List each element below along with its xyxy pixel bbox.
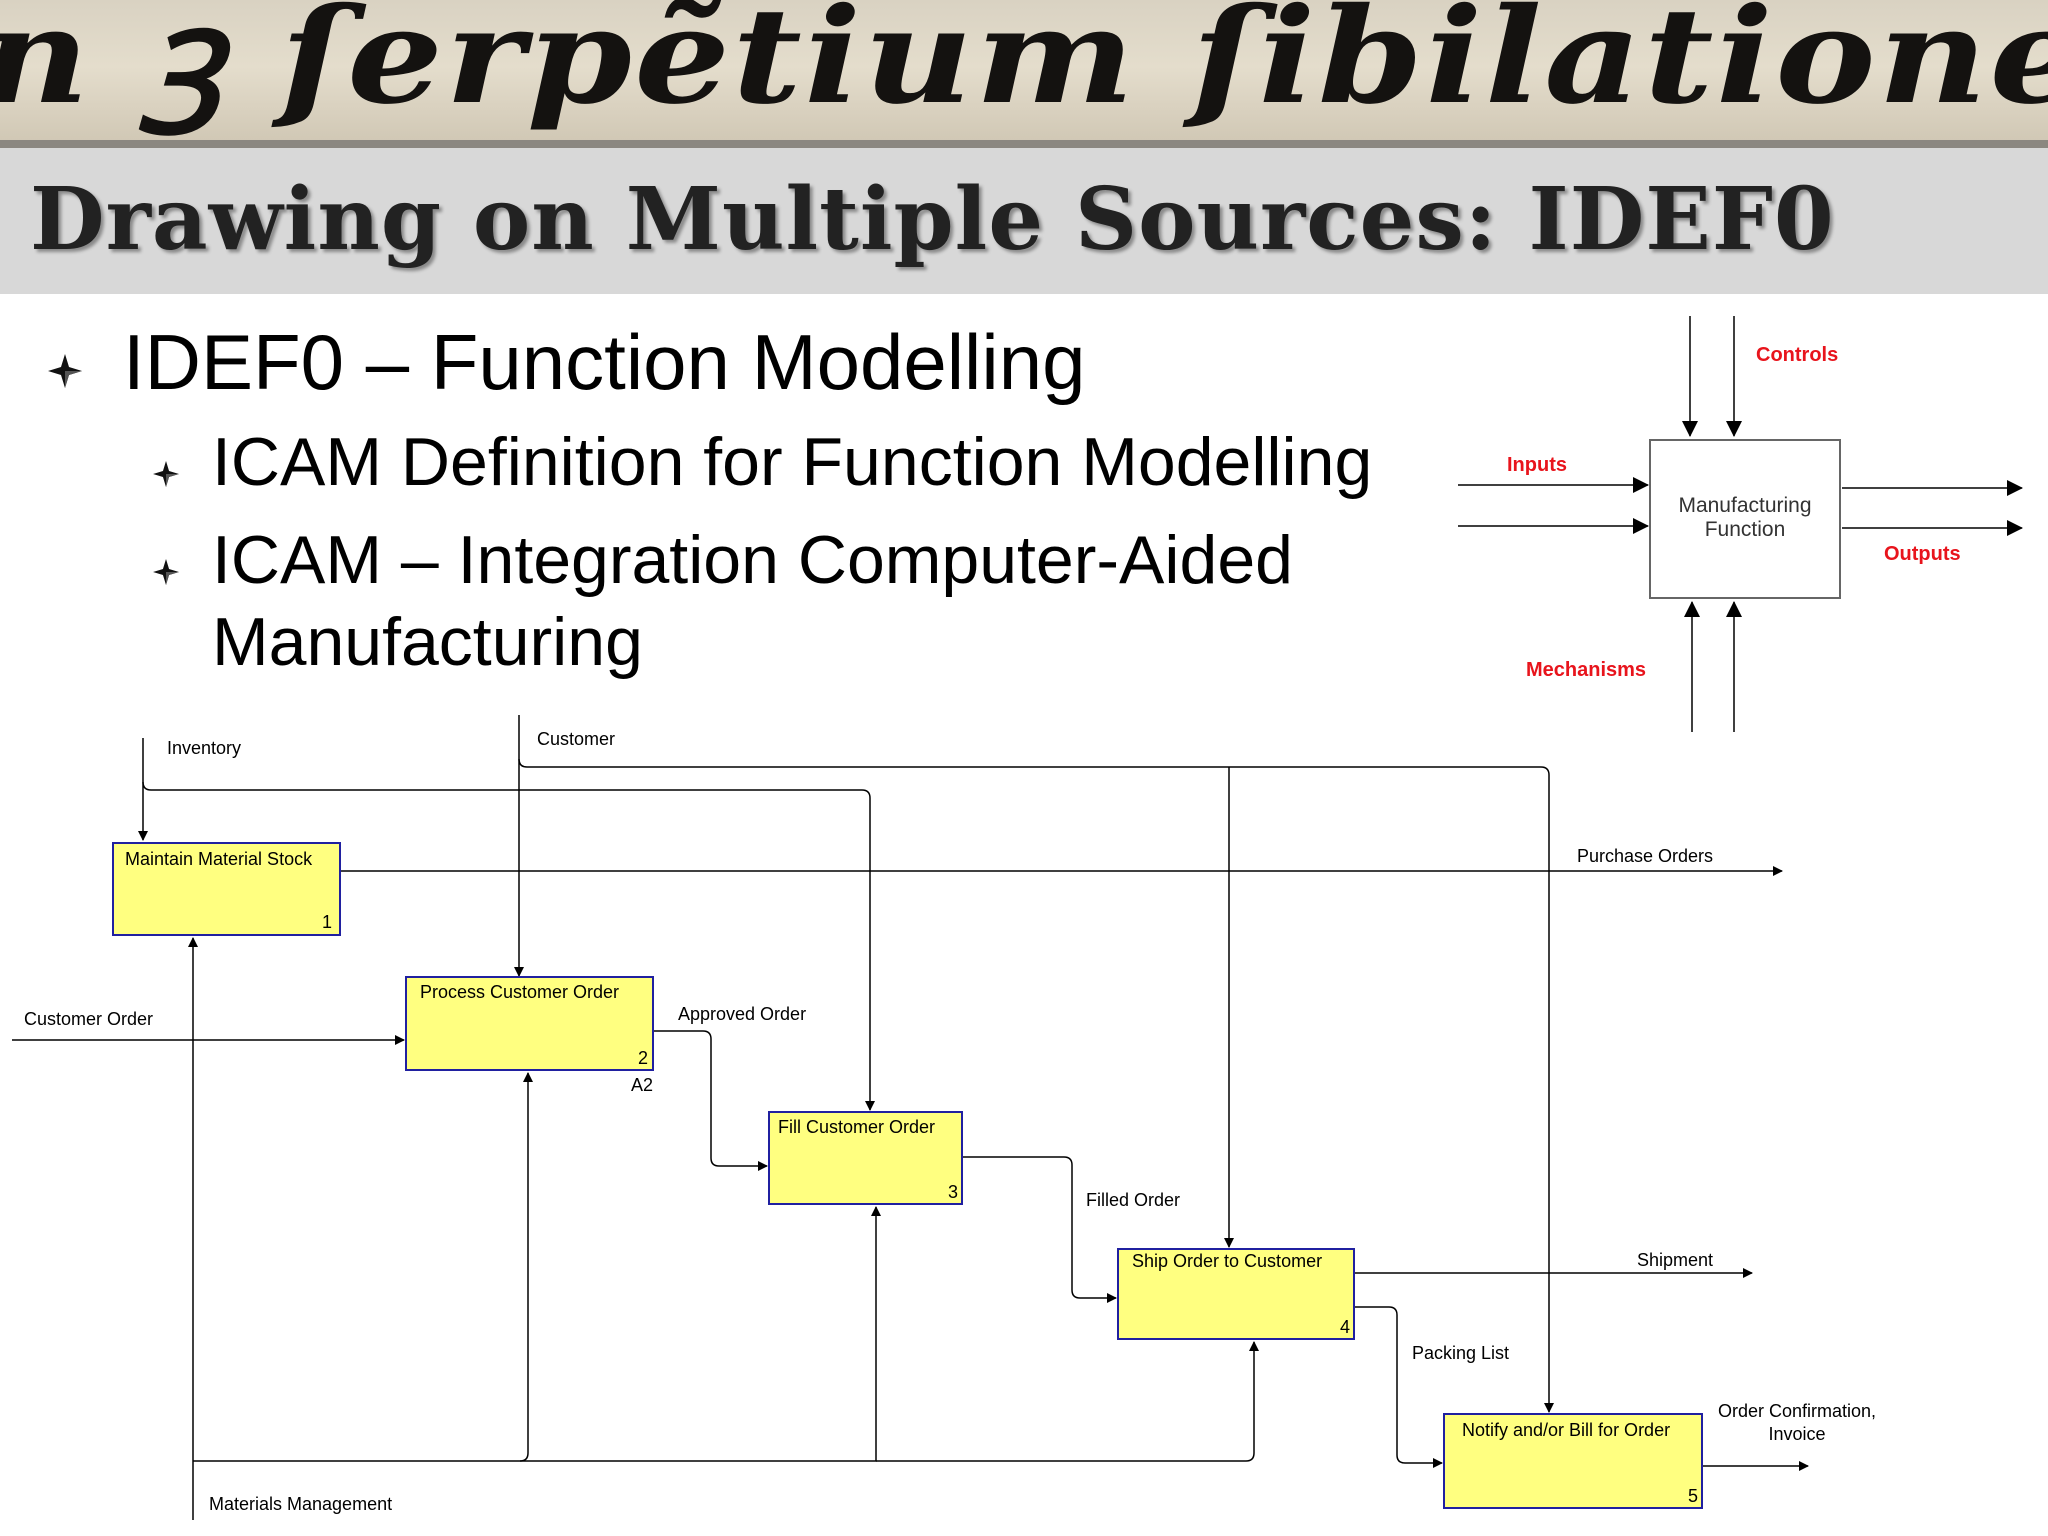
shipment-label: Shipment [1637,1250,1713,1270]
manuscript-banner: n ꝫ ſerpẽtium ſibilatione cõmoti· [0,0,2048,148]
svg-text:Process Customer Order: Process Customer Order [420,982,619,1002]
packing-list-label: Packing List [1412,1343,1509,1363]
customer-order-label: Customer Order [24,1009,153,1029]
bullet-arrow-icon [153,559,179,585]
bullet-level2: ICAM – Integration Computer-Aided [212,522,1293,598]
controls-label: Controls [1756,344,1838,366]
svg-text:Notify and/or Bill for Order: Notify and/or Bill for Order [1462,1420,1670,1440]
bullet-level2-continuation: Manufacturing [212,604,643,680]
title-bar: Drawing on Multiple Sources: IDEF0 [0,148,2048,294]
order-confirmation-label: Invoice [1768,1424,1825,1444]
bullet-level2: ICAM Definition for Function Modelling [212,424,1373,500]
customer-label: Customer [537,729,615,749]
legend-box-label: Manufacturing [1678,494,1811,517]
bullet-arrow-icon [48,354,82,388]
outputs-label: Outputs [1884,543,1961,565]
filled-order-arrow [962,1156,1117,1303]
banner-divider [0,140,2048,148]
customer-branch [518,758,1554,1413]
materials-management-line [520,1206,881,1462]
materials-management-line [876,1341,1259,1462]
inventory-label: Inventory [167,738,241,758]
svg-text:Ship Order to Customer: Ship Order to Customer [1132,1251,1322,1271]
purchase-orders-label: Purchase Orders [1577,846,1713,866]
bullet-level1: IDEF0 – Function Modelling [123,318,1086,406]
svg-text:1: 1 [322,912,332,932]
slide-title: Drawing on Multiple Sources: IDEF0 [30,169,1835,270]
approved-order-label: Approved Order [678,1004,806,1024]
svg-text:Maintain Material Stock: Maintain Material Stock [125,849,313,869]
materials-management-line [193,1072,533,1462]
inventory-branch [142,781,875,1111]
idef0-decomposition: Maintain Material Stock 1 Process Custom… [12,715,1876,1520]
activity-box-3: Fill Customer Order 3 [768,1111,963,1205]
svg-text:2: 2 [638,1048,648,1068]
banner-text: n ꝫ ſerpẽtium ſibilatione cõmoti· [0,0,2048,134]
bullet-arrow-icon [153,461,179,487]
approved-order-arrow [653,1030,768,1171]
node-reference: A2 [631,1075,653,1095]
order-confirmation-label: Order Confirmation, [1718,1401,1876,1421]
activity-box-4: Ship Order to Customer 4 [1117,1248,1355,1340]
mechanisms-label: Mechanisms [1526,659,1646,681]
svg-text:4: 4 [1340,1317,1350,1337]
idef0-legend: Manufacturing Function Controls Inputs O… [1458,316,2023,732]
filled-order-label: Filled Order [1086,1190,1180,1210]
legend-box-label: Function [1705,518,1786,541]
svg-text:3: 3 [948,1182,958,1202]
activity-box-2: Process Customer Order 2 [405,976,654,1071]
packing-list-arrow [1354,1306,1443,1468]
activity-box-5: Notify and/or Bill for Order 5 [1443,1413,1703,1509]
materials-management-label: Materials Management [209,1494,392,1514]
svg-text:Fill Customer Order: Fill Customer Order [778,1117,935,1137]
svg-text:5: 5 [1688,1486,1698,1506]
inputs-label: Inputs [1507,454,1567,476]
activity-box-1: Maintain Material Stock 1 [112,842,341,936]
legend-function-box [1649,439,1841,599]
